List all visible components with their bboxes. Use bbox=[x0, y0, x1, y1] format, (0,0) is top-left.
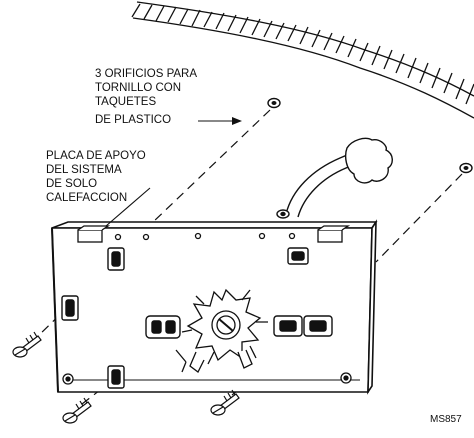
plate-round-holes bbox=[62, 372, 352, 385]
screw-bottom-right bbox=[210, 389, 240, 416]
plate-callout-line-2: DEL SISTEMA bbox=[46, 164, 122, 176]
thermostat-wire-bundle bbox=[276, 137, 393, 219]
plate-top-tabs bbox=[77, 225, 351, 243]
arrowhead-anchor bbox=[232, 117, 242, 125]
wire-entry-cutout bbox=[175, 288, 268, 373]
plate-callout-line-4: CALEFACCION bbox=[46, 192, 128, 204]
anchor-callout-line-2: TORNILLO CON bbox=[95, 82, 182, 94]
anchor-callout-line-1: 3 ORIFICIOS PARA bbox=[95, 68, 198, 80]
figure-id: MS857 bbox=[430, 414, 462, 425]
terminal-pads bbox=[145, 315, 333, 339]
anchor-hole-top bbox=[267, 97, 281, 109]
anchor-callout-line-4: DE PLASTICO bbox=[95, 114, 172, 126]
plate-callout-line-3: DE SOLO bbox=[46, 178, 98, 190]
wall-section bbox=[131, 1, 474, 119]
plate-slots bbox=[61, 247, 309, 389]
screw-bottom-left bbox=[62, 397, 92, 424]
screw-left bbox=[12, 331, 42, 358]
anchor-callout-line-3: TAQUETES bbox=[95, 96, 157, 108]
leader-lines bbox=[105, 120, 234, 227]
plate-callout-line-1: PLACA DE APOYO bbox=[46, 150, 146, 162]
anchor-hole-right bbox=[459, 162, 473, 174]
